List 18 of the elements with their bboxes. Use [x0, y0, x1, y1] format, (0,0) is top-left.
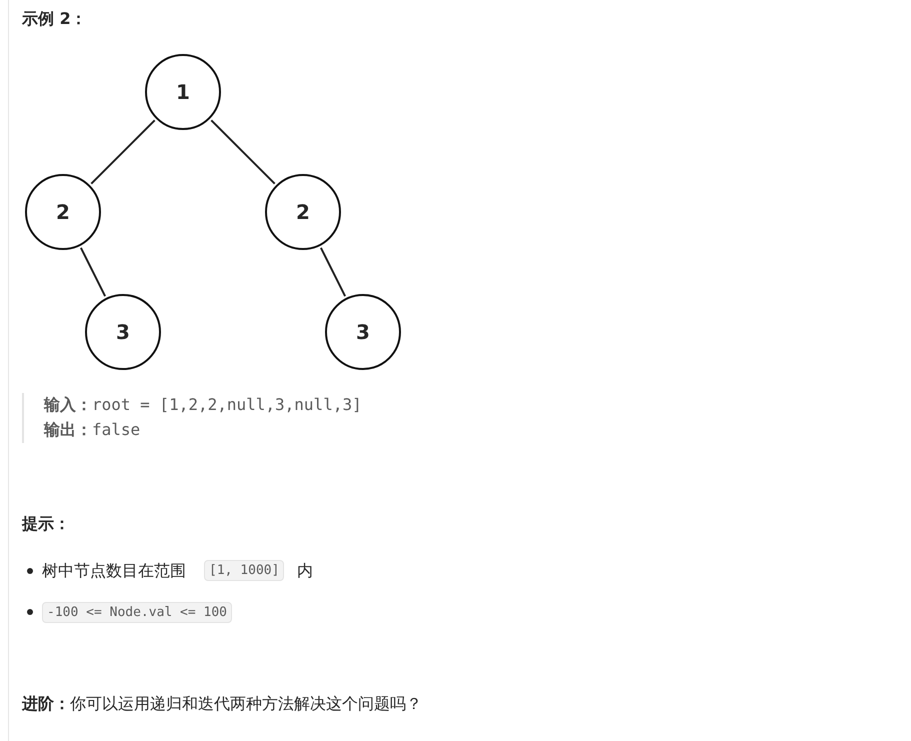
output-line: 输出：false	[44, 420, 140, 441]
code-snippet: [1, 1000]	[204, 560, 284, 581]
code-snippet: -100 <= Node.val <= 100	[42, 602, 232, 623]
tree-node-circle: 3	[325, 294, 401, 370]
example-heading: 示例 2：	[22, 9, 87, 30]
hints-heading: 提示：	[22, 514, 70, 535]
tree-edge	[210, 120, 276, 184]
tree-edge	[80, 247, 106, 297]
hint-text: 树中节点数目在范围	[42, 561, 186, 582]
hint-text: 内	[297, 561, 313, 582]
input-line: 输入：root = [1,2,2,null,3,null,3]	[44, 395, 362, 416]
tree-edge	[320, 247, 346, 297]
follow-up-text: 进阶：你可以运用递归和迭代两种方法解决这个问题吗？	[22, 694, 422, 715]
tree-edge	[90, 120, 156, 184]
tree-node-circle: 2	[265, 174, 341, 250]
tree-node-circle: 3	[85, 294, 161, 370]
tree-node-circle: 1	[145, 54, 221, 130]
tree-node-circle: 2	[25, 174, 101, 250]
